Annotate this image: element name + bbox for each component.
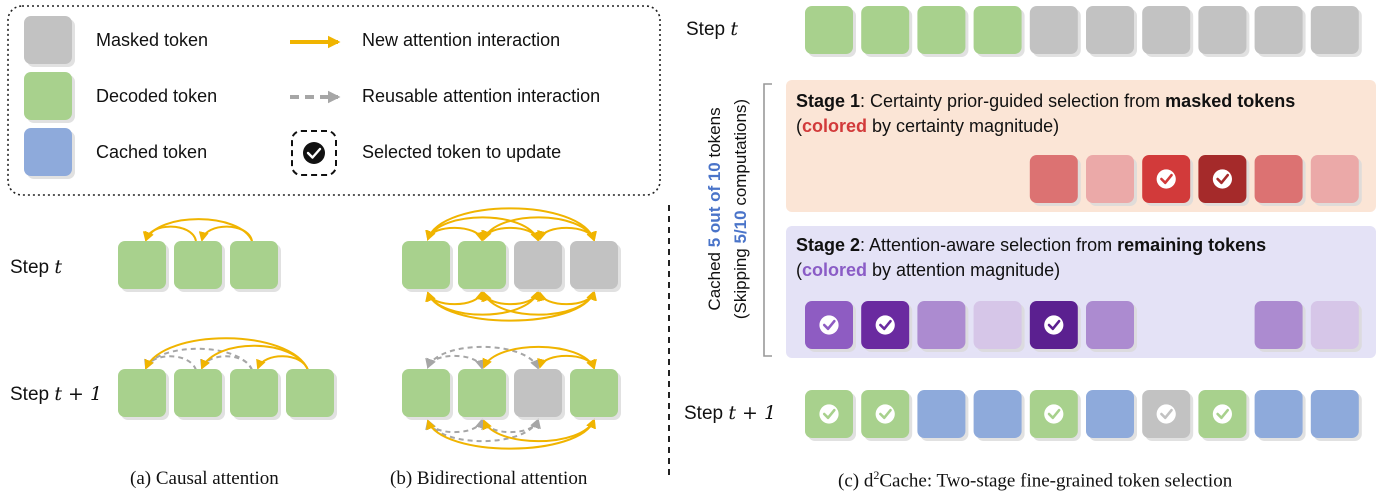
panel-c-step-t-token [861, 6, 913, 57]
stage1-token [1086, 155, 1137, 206]
panel-c-step-t1-token [917, 390, 969, 441]
legend-new-attention-label: New attention interaction [362, 30, 561, 50]
panel-c-step-t1-token [1029, 390, 1081, 441]
legend-cached-label: Cached token [96, 142, 208, 162]
stage2-token [1029, 301, 1081, 352]
stage2-token [917, 301, 969, 352]
stage2-subtitle: (colored by attention magnitude) [796, 260, 1061, 280]
stage1-title: Stage 1: Certainty prior-guided selectio… [796, 91, 1296, 111]
caption-panel-b: (b) Bidirectional attention [390, 468, 588, 489]
stage2-token [1310, 301, 1362, 352]
panel-b-step-t1-token [458, 369, 509, 420]
panel-b-step-t1-token [402, 369, 453, 420]
panel-b-step-t1-token [514, 369, 565, 420]
stage2-token [1086, 301, 1137, 352]
legend-selected-label: Selected token to update [362, 142, 562, 162]
panel-c-step-t-label: Step t [686, 18, 739, 40]
causal-arrows-step-t [142, 218, 253, 242]
panel-c-step-t1-token [805, 390, 856, 441]
panel-b-step-t-token [570, 241, 621, 292]
panel-c-step-t-token [805, 6, 856, 57]
panel-c-step-t-token [1198, 6, 1250, 57]
check-icon [819, 404, 839, 424]
stage1-subtitle: (colored by certainty magnitude) [796, 116, 1060, 136]
stage1-token [1254, 155, 1306, 206]
stage2-token [861, 301, 913, 352]
panel-a-step-t1-token [118, 369, 169, 420]
stage2-token [805, 301, 856, 352]
panel-c-step-t1-token [973, 390, 1025, 441]
legend-decoded-swatch [24, 72, 75, 123]
panel-c-step-t-token [1310, 6, 1362, 57]
panel-c-step-t-token [1254, 6, 1306, 57]
check-icon [1156, 404, 1176, 424]
legend-decoded-label: Decoded token [96, 86, 218, 106]
check-icon [303, 142, 325, 164]
legend-masked-label: Masked token [96, 30, 209, 50]
stage2-title: Stage 2: Attention-aware selection from … [796, 235, 1267, 255]
check-icon [1044, 404, 1064, 424]
panel-b-step-t-token [402, 241, 453, 292]
check-icon [1212, 404, 1232, 424]
panel-c-step-t-token [1029, 6, 1081, 57]
panel-c-step-t-token [1142, 6, 1194, 57]
bidirectional-arrows-step-t [425, 207, 597, 322]
panel-c-step-t1-token [1310, 390, 1362, 441]
panel-a-step-t1-token [286, 369, 337, 420]
stage1-token [1029, 155, 1081, 206]
stage2-token [973, 301, 1025, 352]
panel-a-step-t-label: Step t [10, 256, 63, 278]
bidirectional-arrows-step-t1 [425, 345, 597, 450]
caption-panel-c: (c) d2Cache: Two-stage fine-grained toke… [838, 468, 1233, 492]
caption-panel-a: (a) Causal attention [130, 468, 279, 489]
panel-b-step-t1-token [570, 369, 621, 420]
stage1-token [1198, 155, 1250, 206]
panel-c-step-t-token [973, 6, 1025, 57]
stage-bracket [763, 83, 772, 357]
check-icon [1212, 169, 1232, 189]
stage1-token [1310, 155, 1362, 206]
panel-b-step-t-token [514, 241, 565, 292]
panel-c-step-t1-label: Step t + 1 [684, 402, 777, 424]
legend-reusable-attention-label: Reusable attention interaction [362, 86, 601, 106]
check-icon [875, 404, 895, 424]
panel-a-step-t1-token [230, 369, 281, 420]
check-icon [819, 315, 839, 335]
panel-c-step-t1-token [1086, 390, 1137, 441]
check-icon [875, 315, 895, 335]
panel-a-step-t-token [230, 241, 281, 292]
panel-a-step-t1-token [174, 369, 225, 420]
panel-c-step-t1-token [861, 390, 913, 441]
stage2-token [1254, 301, 1306, 352]
causal-arrows-step-t1 [144, 337, 309, 371]
cached-tokens-side-label: Cached 5 out of 10 tokens (Skipping 5/10… [705, 98, 750, 320]
panel-c-step-t-token [1086, 6, 1137, 57]
panel-c-step-t1-token [1142, 390, 1194, 441]
stage1-token [1142, 155, 1194, 206]
legend-cached-swatch [24, 128, 75, 179]
panel-a-step-t-token [174, 241, 225, 292]
panel-c-step-t1-token [1254, 390, 1306, 441]
panel-c-step-t1-token [1198, 390, 1250, 441]
panel-b-step-t-token [458, 241, 509, 292]
panel-a-step-t-token [118, 241, 169, 292]
legend-masked-swatch [24, 16, 75, 67]
panel-c-step-t-token [917, 6, 969, 57]
panel-a-step-t1-label: Step t + 1 [10, 383, 103, 405]
legend-box [7, 5, 661, 196]
check-icon [1156, 169, 1176, 189]
check-icon [1044, 315, 1064, 335]
